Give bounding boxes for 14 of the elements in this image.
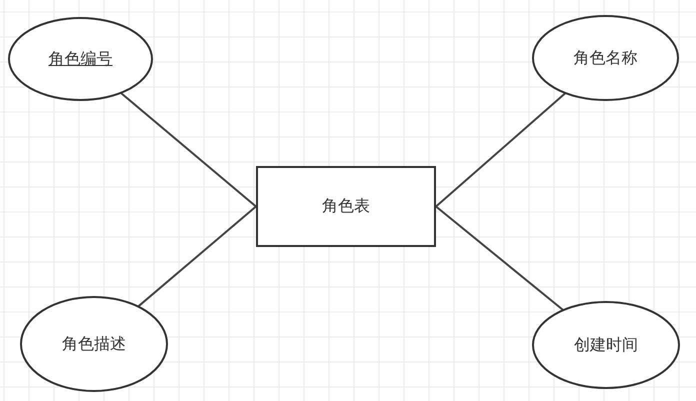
attribute-ellipse <box>20 296 168 392</box>
connector-line <box>120 92 257 208</box>
connector-line <box>137 206 257 308</box>
attribute-ellipse <box>532 15 679 101</box>
attribute-label: 角色名称 <box>574 48 638 68</box>
attribute-ellipse <box>8 17 153 101</box>
attribute-label: 角色描述 <box>62 334 126 354</box>
entity-label: 角色表 <box>322 196 370 217</box>
connector-line <box>435 206 564 311</box>
entity-box <box>256 166 436 247</box>
attribute-label: 创建时间 <box>574 334 638 356</box>
key-attribute-label: 角色编号 <box>48 48 112 70</box>
attribute-ellipse <box>532 301 680 389</box>
connector-line <box>435 92 566 208</box>
